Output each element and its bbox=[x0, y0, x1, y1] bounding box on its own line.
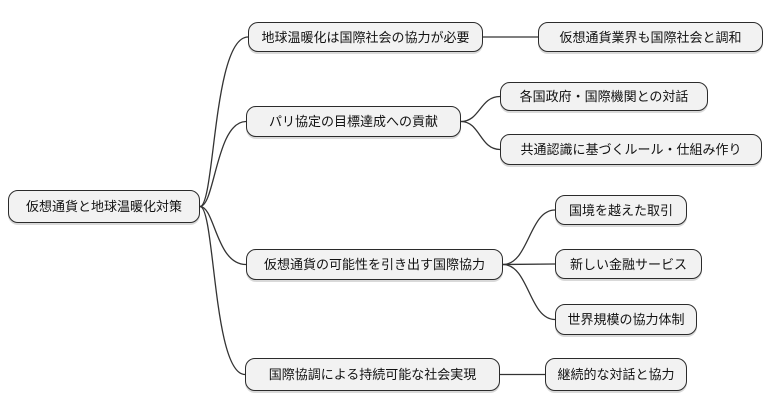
mindmap-branch-node: 地球温暖化は国際社会の協力が必要 bbox=[248, 22, 483, 52]
connector-branch1-child0 bbox=[460, 95, 501, 123]
mindmap-root-node: 仮想通貨と地球温暖化対策 bbox=[8, 190, 200, 223]
connector-root-branch1 bbox=[199, 120, 247, 208]
connector-branch2-child1 bbox=[502, 263, 556, 266]
connector-branch2-child0 bbox=[502, 209, 556, 266]
mindmap-branch-node: 国際協調による持続可能な社会実現 bbox=[245, 358, 500, 391]
mindmap-leaf-node: 国境を越えた取引 bbox=[555, 195, 687, 225]
mindmap-branch-node: パリ協定の目標達成への貢献 bbox=[246, 106, 461, 137]
connector-root-branch3 bbox=[199, 205, 246, 376]
connector-branch1-child1 bbox=[460, 120, 501, 151]
mindmap-leaf-node: 共通認識に基づくルール・仕組み作り bbox=[500, 134, 762, 165]
mindmap-leaf-node: 各国政府・国際機関との対話 bbox=[500, 82, 708, 111]
mindmap-leaf-node: 仮想通貨業界も国際社会と調和 bbox=[538, 22, 763, 52]
connector-branch2-child2 bbox=[502, 263, 556, 321]
connector-root-branch2 bbox=[199, 205, 247, 266]
connector-root-branch0 bbox=[199, 36, 249, 208]
mindmap-branch-node: 仮想通貨の可能性を引き出す国際協力 bbox=[246, 249, 503, 280]
mindmap-leaf-node: 継続的な対話と協力 bbox=[545, 358, 687, 391]
mindmap-leaf-node: 世界規模の協力体制 bbox=[555, 304, 697, 335]
mindmap-leaf-node: 新しい金融サービス bbox=[555, 249, 702, 279]
